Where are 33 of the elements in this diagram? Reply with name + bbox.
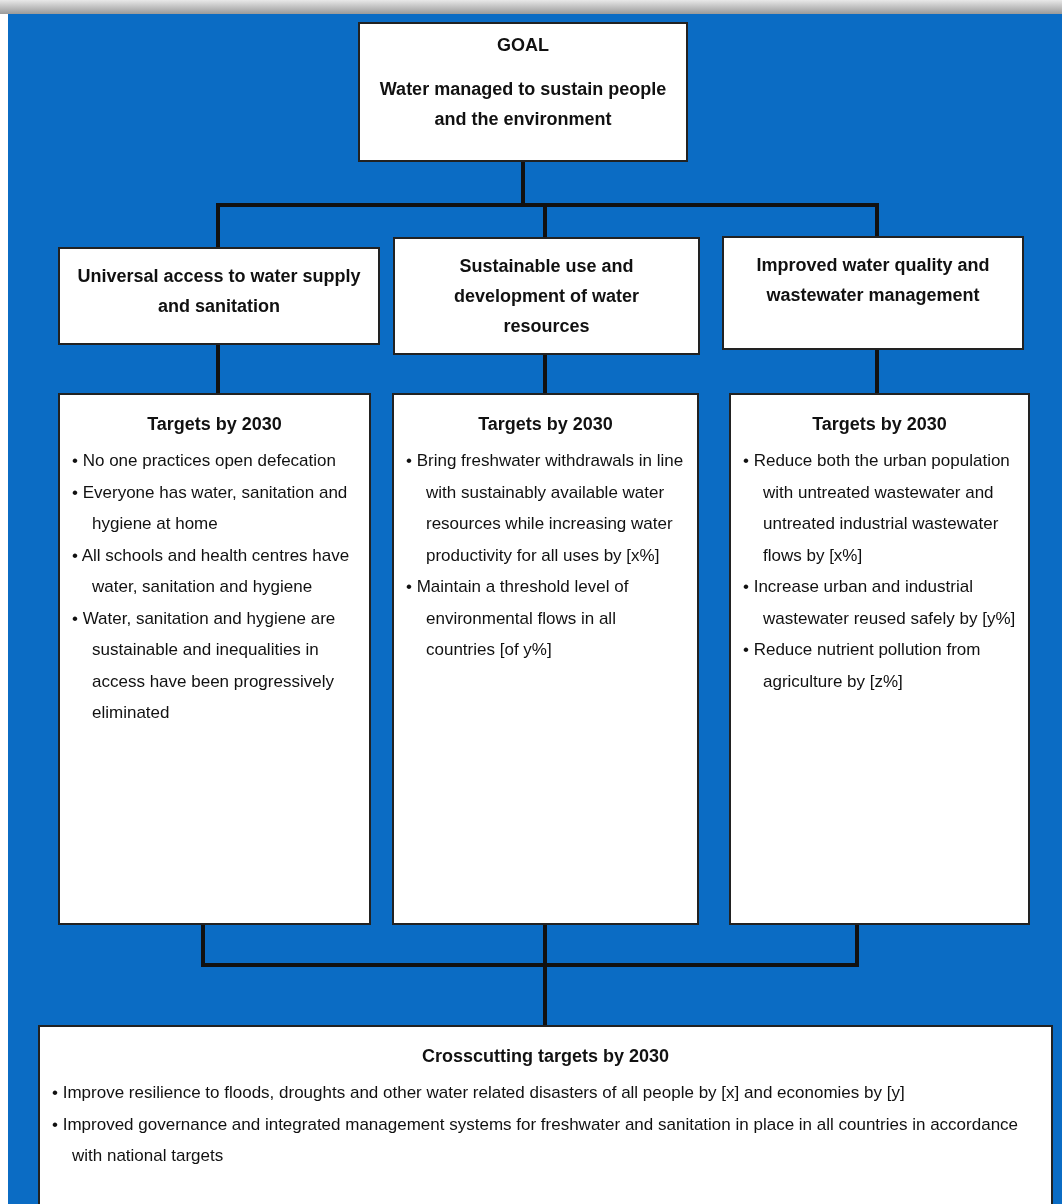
target-box bbox=[58, 393, 371, 925]
target-box bbox=[729, 393, 1030, 925]
target-box bbox=[38, 1025, 1053, 1204]
box-heading: Targets by 2030 bbox=[477, 413, 614, 436]
box-heading: Crosscutting targets by 2030 bbox=[420, 1045, 671, 1068]
bullet-item: • Everyone has water, sanitation and hygiene at home bbox=[72, 481, 349, 535]
connector-line bbox=[521, 162, 879, 236]
bullet-item: • Water, sanitation and hygiene are sustainable and inequalities in access have been progressively eliminated bbox=[72, 607, 337, 724]
bullet-item: • Increase urban and industrial wastewater reused safely by [y%] bbox=[743, 576, 1016, 630]
box-heading: Targets by 2030 bbox=[811, 413, 948, 436]
box-text: Water managed to sustain people and the environment bbox=[378, 78, 668, 131]
connector-line bbox=[543, 355, 547, 393]
goal-box bbox=[722, 236, 1024, 350]
bullet-item: • Reduce both the urban population with untreated wastewater and untreated industrial wastewater flows by [x%] bbox=[743, 450, 1011, 567]
bullet-item: • Maintain a threshold level of environmental flows in all countries [of y%] bbox=[406, 576, 630, 661]
target-box bbox=[392, 393, 699, 925]
bullet-item: • Reduce nutrient pollution from agriculture by [z%] bbox=[743, 639, 982, 693]
bullet-item: • No one practices open defecation bbox=[72, 450, 337, 472]
box-text: Sustainable use and development of water resources bbox=[452, 255, 640, 338]
bullet-item: • Improve resilience to floods, droughts and other water related disasters of all people by [x] and economies by [y] bbox=[52, 1082, 906, 1104]
box-heading: GOAL bbox=[496, 34, 550, 57]
bullet-item: • Bring freshwater withdrawals in line with sustainably available water resources while increasing water productivity for all uses by [x%] bbox=[406, 450, 685, 567]
connector-line bbox=[875, 350, 879, 393]
box-text: Universal access to water supply and sanitation bbox=[76, 265, 362, 318]
goal-box bbox=[358, 22, 688, 162]
bullet-item: • All schools and health centres have water, sanitation and hygiene bbox=[72, 544, 351, 598]
goal-box bbox=[58, 247, 380, 345]
connector-line bbox=[543, 925, 859, 1025]
box-text: Improved water quality and wastewater management bbox=[755, 254, 991, 307]
connector-line bbox=[216, 345, 220, 393]
box-heading: Targets by 2030 bbox=[146, 413, 283, 436]
goal-box bbox=[393, 237, 700, 355]
bullet-item: • Improved governance and integrated management systems for freshwater and sanitation in place in all countries in accordance with national targets bbox=[52, 1113, 1020, 1167]
